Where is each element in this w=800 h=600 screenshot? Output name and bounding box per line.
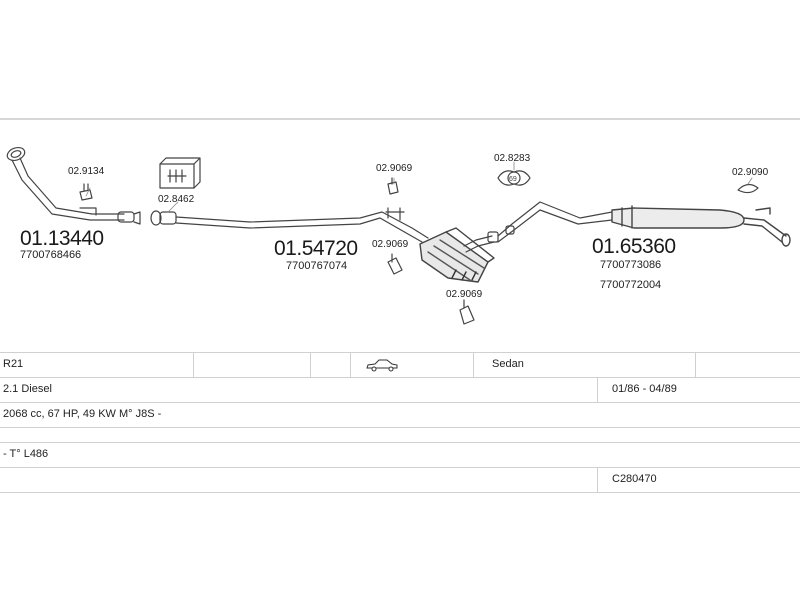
body-type-value: Sedan	[492, 358, 524, 370]
gasket-kit-drawing	[159, 157, 201, 189]
rear-section-oem-number-1: 7700773086	[600, 259, 662, 271]
info-row-engine: 2.1 Diesel 01/86 - 04/89	[0, 378, 800, 403]
divider	[473, 353, 474, 377]
exhaust-drawing: 69	[6, 146, 791, 325]
rear-silencer-drawing	[611, 205, 791, 247]
vehicle-info-table: R21 Sedan 2.1 Diesel 01/86 - 04/89 2068 …	[0, 352, 800, 493]
info-row-model: R21 Sedan	[0, 352, 800, 378]
info-row-type: - T° L486	[0, 443, 800, 468]
catalog-code-value: C280470	[612, 473, 657, 485]
info-row-spec: 2068 cc, 67 HP, 49 KW M° J8S -	[0, 403, 800, 428]
clamp-front-drawing	[79, 183, 93, 201]
hanger-1-drawing	[387, 177, 399, 195]
years-value: 01/86 - 04/89	[612, 383, 677, 395]
downpipe-drawing	[6, 146, 141, 225]
car-body-icon	[365, 358, 399, 375]
hanger-2-drawing	[387, 253, 403, 275]
rear-hanger-drawing	[737, 183, 759, 194]
divider	[695, 353, 696, 377]
type-value: - T° L486	[3, 448, 49, 460]
rear-section-oem-number-2: 7700772004	[600, 279, 662, 291]
middle-section-oem-number: 7700767074	[286, 260, 348, 272]
divider	[350, 353, 351, 377]
rear-section-part-number: 01.65360	[592, 235, 676, 258]
divider	[597, 378, 598, 402]
spec-value: 2068 cc, 67 HP, 49 KW M° J8S -	[3, 408, 162, 420]
model-value: R21	[3, 358, 24, 370]
middle-section-part-number: 01.54720	[274, 237, 358, 260]
divider	[597, 468, 598, 492]
hanger-3-label: 02.9069	[446, 289, 483, 300]
gasket-kit-label: 02.8462	[158, 194, 195, 205]
middle-silencer-drawing	[419, 227, 495, 283]
frame-top-rule	[0, 118, 800, 120]
downpipe-part-number: 01.13440	[20, 227, 104, 250]
rear-hanger-label: 02.9090	[732, 167, 769, 178]
hanger-1-label: 02.9069	[376, 163, 413, 174]
ring-hanger-size-label: 69	[509, 176, 517, 183]
ring-hanger-label: 02.8283	[494, 153, 531, 164]
downpipe-oem-number: 7700768466	[20, 249, 82, 261]
divider	[310, 353, 311, 377]
clamp-front-label: 02.9134	[68, 166, 105, 177]
connector-pipe-drawing	[463, 201, 613, 253]
info-row-code: C280470	[0, 468, 800, 493]
hanger-2-label: 02.9069	[372, 239, 409, 250]
engine-value: 2.1 Diesel	[3, 383, 52, 395]
info-row-empty	[0, 428, 800, 443]
divider	[193, 353, 194, 377]
hanger-3-drawing	[459, 299, 475, 325]
ring-hanger-drawing	[497, 170, 531, 186]
exhaust-diagram: 69 01.13440 7700768466 01.54720 77007670…	[0, 120, 800, 352]
